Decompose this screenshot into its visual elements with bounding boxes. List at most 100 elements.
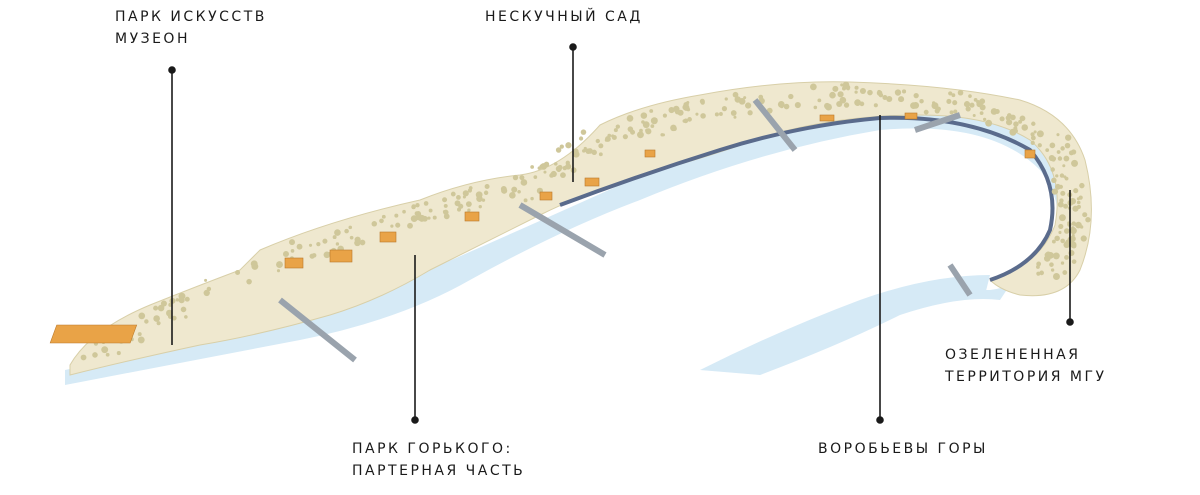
label-vorobyovy: ВОРОБЬЕВЫ ГОРЫ	[818, 438, 988, 460]
tree	[886, 95, 893, 103]
tree	[979, 111, 984, 116]
tree	[1036, 271, 1041, 276]
tree	[381, 214, 386, 219]
tree	[175, 298, 180, 302]
tree	[1076, 200, 1081, 205]
tree	[1031, 135, 1036, 141]
tree	[670, 124, 677, 132]
tree	[854, 90, 858, 94]
tree	[1071, 233, 1075, 237]
tree	[160, 300, 167, 307]
tree	[783, 103, 790, 110]
tree	[1060, 190, 1066, 196]
tree	[443, 203, 448, 208]
tree	[1063, 203, 1069, 209]
tree	[1054, 235, 1060, 242]
tree	[1043, 255, 1051, 262]
tree	[979, 104, 986, 111]
tree	[832, 85, 839, 92]
tree	[344, 228, 349, 234]
tree	[951, 93, 956, 98]
tree	[137, 336, 145, 344]
tree	[153, 305, 159, 311]
tree	[662, 113, 667, 118]
label-gorky-line2: ПАРТЕРНАЯ ЧАСТЬ	[352, 463, 526, 479]
tree	[92, 352, 98, 358]
tree	[348, 225, 353, 230]
tree	[867, 89, 873, 96]
tree	[105, 352, 110, 357]
tree	[1058, 230, 1062, 235]
tree	[744, 102, 752, 109]
tree	[555, 147, 562, 153]
tree	[882, 94, 888, 101]
tree	[1050, 268, 1055, 272]
tree	[580, 129, 587, 135]
tree	[423, 201, 429, 206]
river-arm	[700, 275, 990, 375]
tree	[1085, 217, 1091, 223]
tree	[1036, 130, 1044, 138]
tree	[1071, 159, 1079, 167]
tree	[432, 215, 437, 220]
embankment	[559, 115, 1055, 282]
tree	[1059, 173, 1065, 178]
tree	[1080, 235, 1087, 242]
tree	[1082, 212, 1088, 218]
tree	[650, 117, 658, 125]
tree	[721, 106, 728, 112]
tree	[1067, 236, 1075, 244]
tree	[1039, 270, 1044, 276]
tree	[674, 108, 681, 115]
tree	[562, 165, 567, 171]
tree	[730, 110, 737, 116]
tree	[978, 100, 984, 106]
tree	[948, 91, 953, 96]
tree	[1019, 115, 1026, 122]
tree	[854, 99, 861, 107]
tree	[952, 100, 958, 106]
tree	[829, 91, 836, 99]
tree	[1064, 142, 1071, 149]
tree	[641, 120, 645, 124]
tree	[517, 189, 521, 194]
tree	[919, 98, 924, 104]
tree	[953, 109, 958, 114]
tree	[572, 150, 580, 158]
tree	[637, 131, 644, 139]
tree	[738, 98, 746, 105]
tree	[1057, 201, 1064, 208]
tree	[1037, 143, 1042, 148]
tree	[615, 124, 620, 129]
tree	[999, 116, 1005, 122]
tree	[137, 332, 142, 337]
tree	[968, 94, 972, 98]
tree	[467, 208, 471, 212]
tree	[1063, 175, 1067, 179]
tree	[559, 144, 564, 149]
tree	[718, 112, 723, 116]
tree	[283, 251, 289, 257]
tree	[1051, 188, 1058, 195]
tree	[901, 89, 907, 94]
label-muzeon: ПАРК ИСКУССТВ МУЗЕОН	[115, 6, 267, 50]
tree	[533, 175, 538, 179]
tree	[157, 304, 165, 312]
tree	[780, 104, 784, 109]
tree	[1048, 155, 1055, 162]
tree	[478, 204, 482, 209]
tree	[484, 184, 490, 190]
tree	[604, 138, 609, 142]
tree	[1031, 121, 1036, 126]
tree	[963, 101, 971, 108]
tree	[1057, 156, 1063, 161]
tree	[1058, 223, 1064, 229]
tree	[235, 269, 241, 275]
tree	[354, 236, 361, 243]
tree	[519, 175, 525, 181]
tree	[931, 102, 939, 110]
tree	[1033, 130, 1037, 134]
tree	[543, 170, 547, 174]
tree	[1063, 155, 1070, 162]
tree	[724, 97, 728, 101]
